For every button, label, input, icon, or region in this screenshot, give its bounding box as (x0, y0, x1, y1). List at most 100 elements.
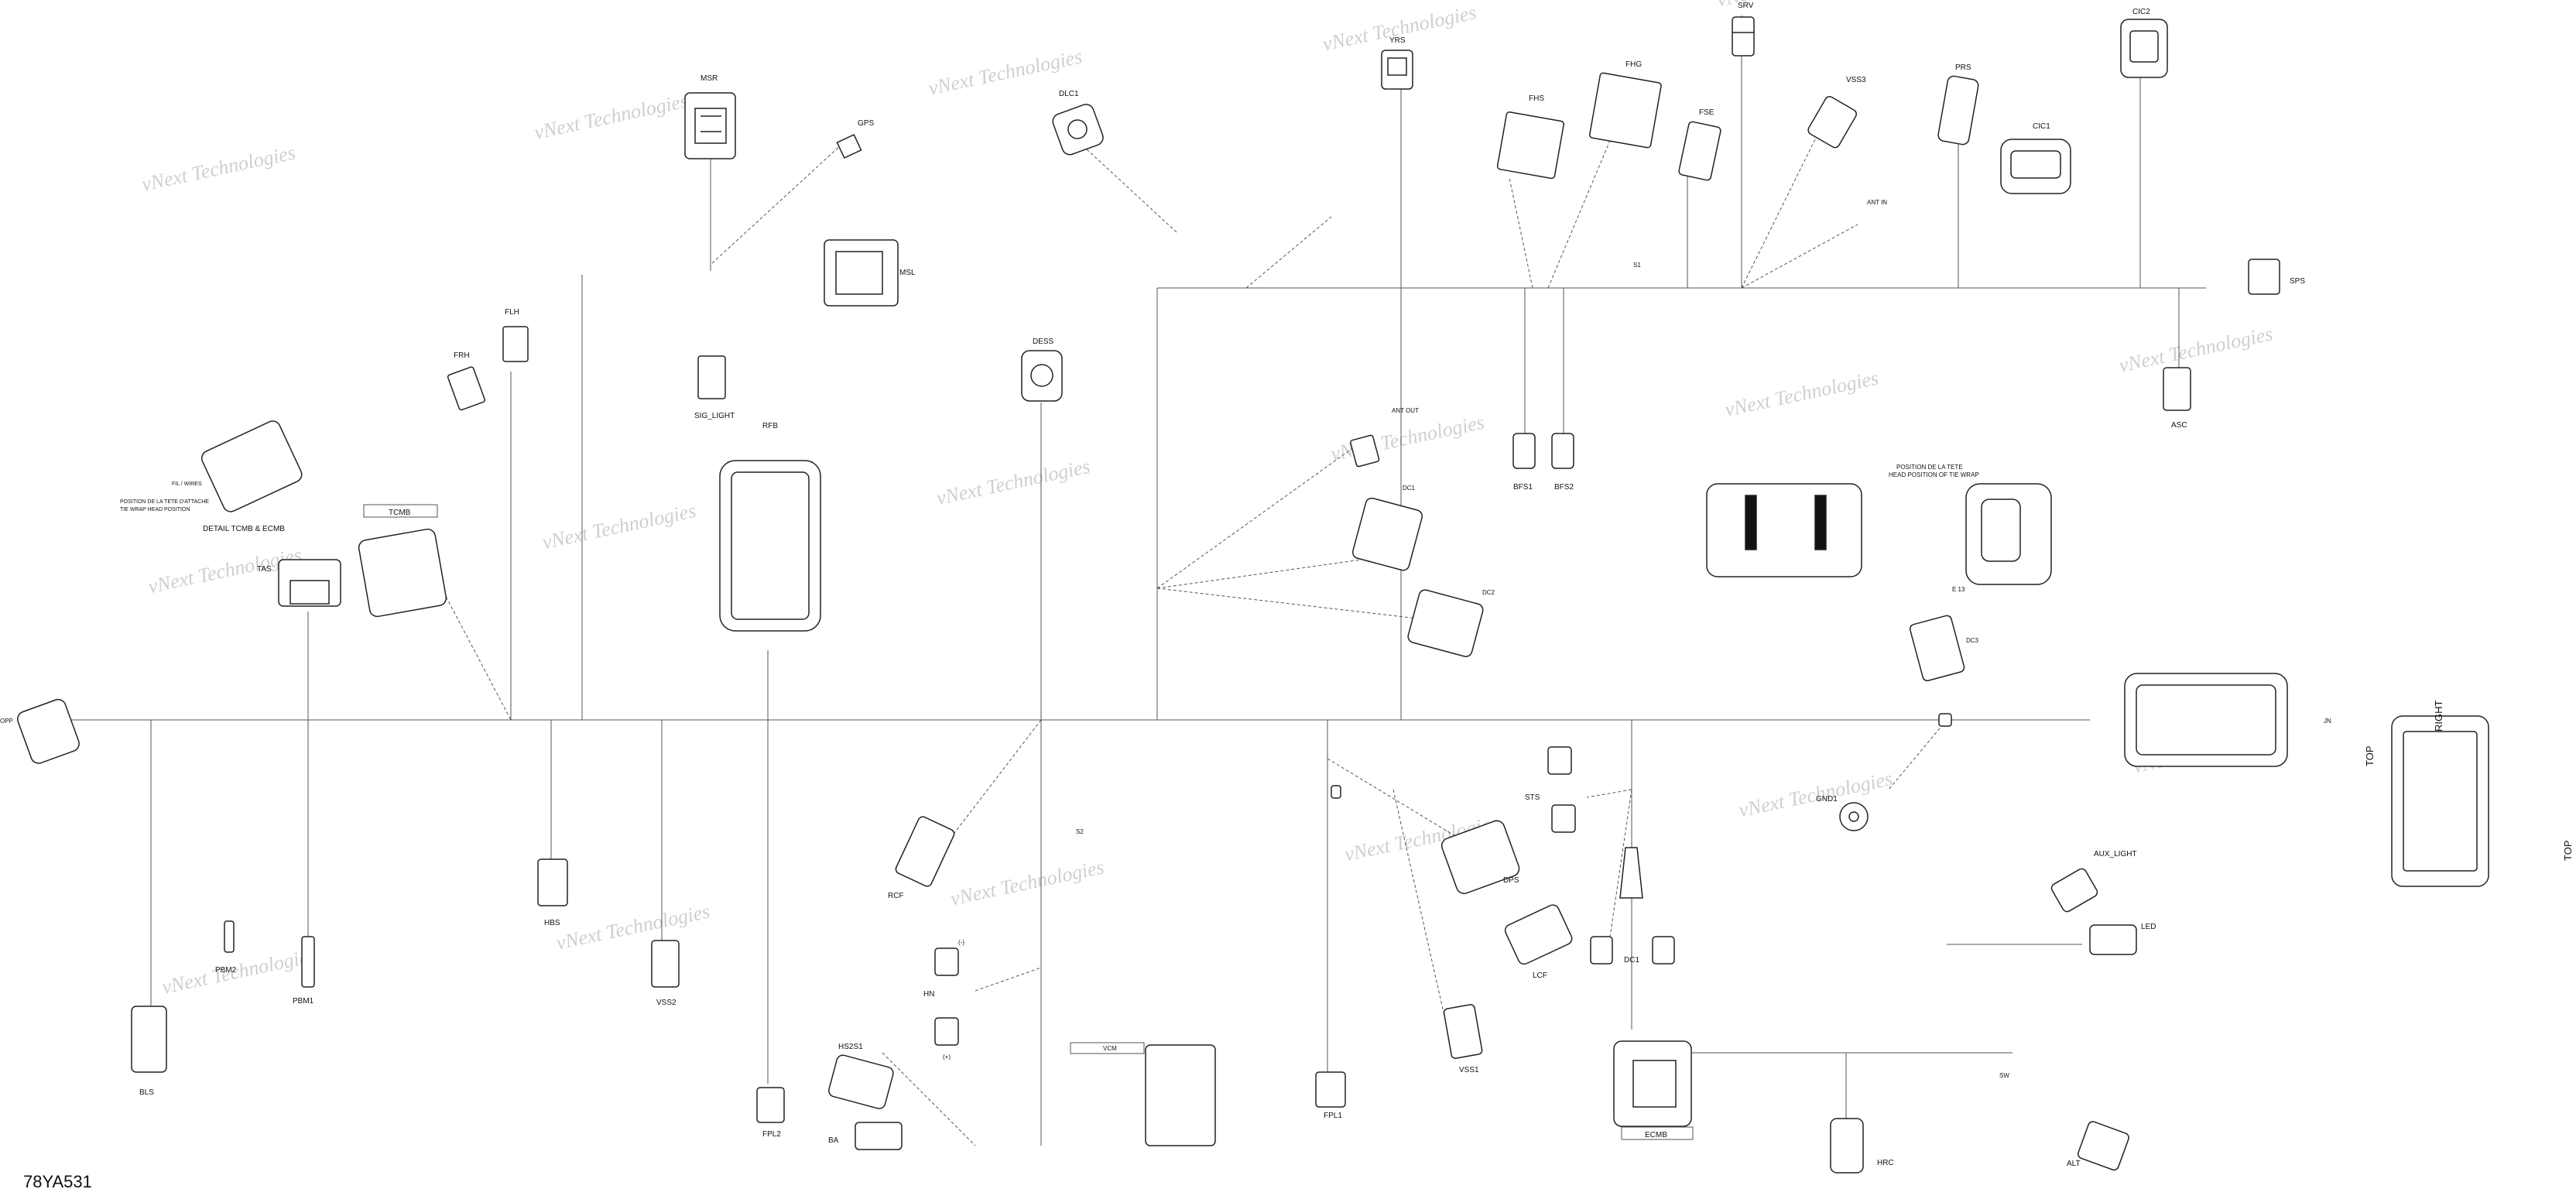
asc-connector[interactable] (2163, 367, 2191, 411)
sensor-probe[interactable] (1619, 847, 1643, 899)
sps-connector[interactable] (2248, 259, 2280, 295)
label-minus: (-) (958, 939, 964, 946)
gnd1-terminal[interactable] (1839, 802, 1869, 831)
tcmb-label-box (363, 504, 438, 518)
label-tcmb: TCMB (389, 509, 411, 517)
label-prs: PRS (1955, 63, 1971, 72)
frh-connector[interactable] (447, 366, 486, 411)
opp-connector[interactable] (15, 697, 81, 766)
hrc-connector[interactable] (1830, 1118, 1864, 1174)
pbm1-connector[interactable] (301, 936, 315, 988)
watermark: vNext Technologies (554, 899, 712, 954)
ecmb-connector[interactable] (1613, 1040, 1692, 1127)
label-cic1: CIC1 (2033, 122, 2050, 131)
label-dps: DPS (1503, 876, 1519, 885)
label-msl: MSL (899, 269, 916, 277)
ecmb-detail-connector[interactable] (199, 419, 304, 515)
label-ba: BA (828, 1136, 839, 1145)
led-connector[interactable] (2089, 924, 2137, 955)
label-gnd1: GND1 (1816, 795, 1838, 804)
label-dc1-bottom: DC1 (1624, 956, 1639, 965)
label-flh: FLH (505, 308, 519, 317)
label-msr: MSR (701, 74, 718, 83)
label-hrc: HRC (1877, 1159, 1894, 1167)
dlc1-connector[interactable] (1050, 102, 1105, 156)
tie-wrap-small[interactable] (1331, 713, 1952, 799)
ecm-mate-connector[interactable] (1965, 483, 2052, 585)
hs2s1-connector[interactable] (827, 1054, 895, 1110)
fuse-panel[interactable] (2391, 715, 2489, 887)
vss3-connector[interactable] (1807, 95, 1858, 149)
label-ant-in: ANT IN (1867, 199, 1887, 206)
watermark: vNext Technologies (540, 499, 698, 553)
dc3-connector[interactable] (1909, 615, 1965, 682)
label-rcf: RCF (888, 892, 904, 900)
label-dlc1: DLC1 (1059, 90, 1079, 98)
label-vss3: VSS3 (1846, 76, 1866, 84)
dess-connector[interactable] (1021, 350, 1063, 402)
watermark: vNext Technologies (160, 944, 318, 999)
tcmb-connector[interactable] (358, 528, 447, 618)
label-ant-out: ANT OUT (1392, 407, 1419, 414)
fse-connector[interactable] (1678, 121, 1721, 181)
tas-connector[interactable] (278, 559, 341, 607)
flh-connector[interactable] (502, 326, 529, 362)
srv-connector[interactable] (1732, 16, 1755, 57)
label-led: LED (2141, 923, 2156, 931)
ecmb-label-box (1621, 1126, 1694, 1140)
ant-out-connector[interactable] (1350, 434, 1380, 468)
bfs2-connector[interactable] (1551, 433, 1574, 469)
fpl1-connector[interactable] (1315, 1071, 1346, 1108)
bls-connector[interactable] (131, 1006, 167, 1073)
aux-light-connector[interactable] (2050, 867, 2098, 913)
label-sps: SPS (2290, 277, 2305, 286)
rfb-fuse-box[interactable] (719, 460, 821, 632)
sts-connector[interactable] (1547, 746, 1576, 833)
prs-connector[interactable] (1937, 75, 1979, 146)
fhg-connector[interactable] (1589, 72, 1662, 149)
harness-lines (70, 15, 2206, 1146)
label-tas: TAS (257, 565, 272, 574)
label-hn: HN (923, 990, 934, 999)
bfs1-connector[interactable] (1512, 433, 1536, 469)
label-gps: GPS (858, 119, 874, 128)
label-top-edge: TOP (2562, 841, 2574, 862)
hbs-connector[interactable] (537, 858, 568, 906)
fhs-connector[interactable] (1496, 111, 1564, 180)
fpl2-connector[interactable] (756, 1087, 785, 1123)
label-fhg: FHG (1625, 60, 1642, 69)
dps-connector[interactable] (1440, 819, 1522, 896)
gps-connector[interactable] (836, 133, 862, 159)
label-bfs1: BFS1 (1513, 483, 1533, 492)
pbm2-connector[interactable] (224, 920, 235, 953)
rcf-connector[interactable] (894, 815, 955, 888)
watermark: vNext Technologies (1329, 411, 1487, 465)
cic2-connector[interactable] (2120, 19, 2168, 78)
msr-connector[interactable] (684, 92, 736, 159)
label-right: RIGHT (2433, 701, 2444, 732)
vss1-connector[interactable] (1443, 1004, 1483, 1059)
sig-light-connector[interactable] (697, 355, 726, 399)
alt-connector[interactable] (2077, 1120, 2130, 1171)
label-pos-fr: POSITION DE LA TETE D'ATTACHE (120, 499, 209, 505)
jn-connector[interactable] (2124, 673, 2288, 767)
hn-connector[interactable] (934, 947, 959, 1046)
cic1-connector[interactable] (2000, 139, 2071, 194)
label-vss2: VSS2 (656, 999, 677, 1007)
label-frh: FRH (454, 351, 470, 360)
dc1-bottom-connector[interactable] (1590, 936, 1675, 965)
msl-connector[interactable] (824, 239, 899, 307)
ba-connector[interactable] (855, 1122, 903, 1150)
dc1-top-connector[interactable] (1351, 497, 1423, 572)
vss2-connector[interactable] (651, 940, 680, 988)
vcm-module[interactable] (1145, 1044, 1216, 1146)
lcf-connector[interactable] (1503, 903, 1574, 966)
drawing-ref: 78YA531 (23, 1172, 92, 1189)
yrs-connector[interactable] (1381, 50, 1413, 90)
ecm-connector[interactable] (1706, 483, 1862, 577)
watermark: vNext Technologies (1723, 367, 1881, 421)
label-pos-en2: HEAD POSITION OF TIE WRAP (1889, 471, 1979, 478)
dc2-connector[interactable] (1406, 588, 1484, 658)
